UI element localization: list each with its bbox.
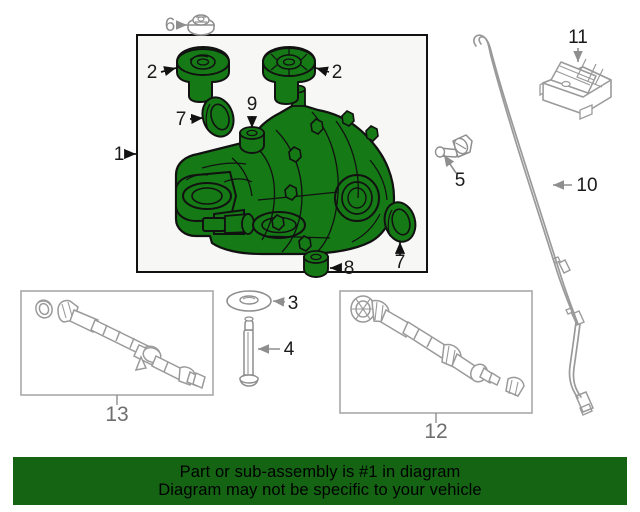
callout-7-left: 7	[176, 109, 204, 130]
callout-layer: 1 2 2 3 4	[114, 15, 598, 360]
callout-3: 3	[272, 293, 299, 314]
flange-nut	[187, 14, 215, 36]
callout-8: 8	[330, 258, 354, 279]
svg-text:7: 7	[176, 109, 187, 130]
callout-1: 1	[114, 144, 136, 165]
control-module	[539, 58, 612, 120]
diagram-notice-banner: Part or sub-assembly is #1 in diagram Di…	[13, 457, 627, 505]
flange-bolt	[434, 134, 473, 158]
callout-2-left: 2	[147, 62, 177, 83]
cv-axle-shaft-box: 12	[339, 290, 533, 443]
svg-text:2: 2	[332, 62, 343, 83]
box-label-12: 12	[424, 420, 447, 443]
mount-bushing-right	[262, 46, 316, 105]
callout-11: 11	[568, 27, 588, 62]
banner-line-1: Part or sub-assembly is #1 in diagram	[179, 462, 461, 481]
box-label-13: 13	[105, 403, 128, 426]
svg-text:2: 2	[147, 62, 158, 83]
callout-5: 5	[443, 154, 466, 191]
washer-disc	[226, 290, 272, 312]
bushing-lower	[303, 250, 329, 278]
svg-text:1: 1	[114, 144, 125, 165]
svg-text:10: 10	[576, 175, 597, 196]
seal-ring-left	[201, 96, 235, 138]
svg-text:3: 3	[288, 293, 299, 314]
svg-text:7: 7	[395, 252, 406, 273]
callout-2-right: 2	[315, 62, 343, 83]
svg-text:6: 6	[165, 15, 176, 36]
cv-axle-shaft	[350, 295, 525, 397]
vent-hose-cable	[473, 34, 594, 416]
banner-line-2: Diagram may not be specific to your vehi…	[158, 481, 482, 499]
svg-text:9: 9	[247, 94, 258, 115]
bushing-upper	[239, 126, 265, 154]
svg-text:4: 4	[284, 339, 295, 360]
svg-text:8: 8	[344, 258, 355, 279]
svg-text:11: 11	[568, 27, 588, 48]
callout-9: 9	[247, 94, 258, 128]
drive-shaft	[35, 299, 206, 390]
drive-shaft-box: 13	[20, 290, 214, 426]
differential-housing	[174, 84, 396, 256]
seal-ring-right	[383, 201, 417, 243]
svg-text:5: 5	[455, 170, 466, 191]
callout-7-right: 7	[395, 242, 406, 273]
long-bolt	[239, 316, 259, 387]
callout-6: 6	[165, 15, 187, 36]
callout-10: 10	[553, 175, 598, 196]
mount-bushing-left	[176, 46, 230, 103]
callout-4: 4	[258, 339, 295, 360]
